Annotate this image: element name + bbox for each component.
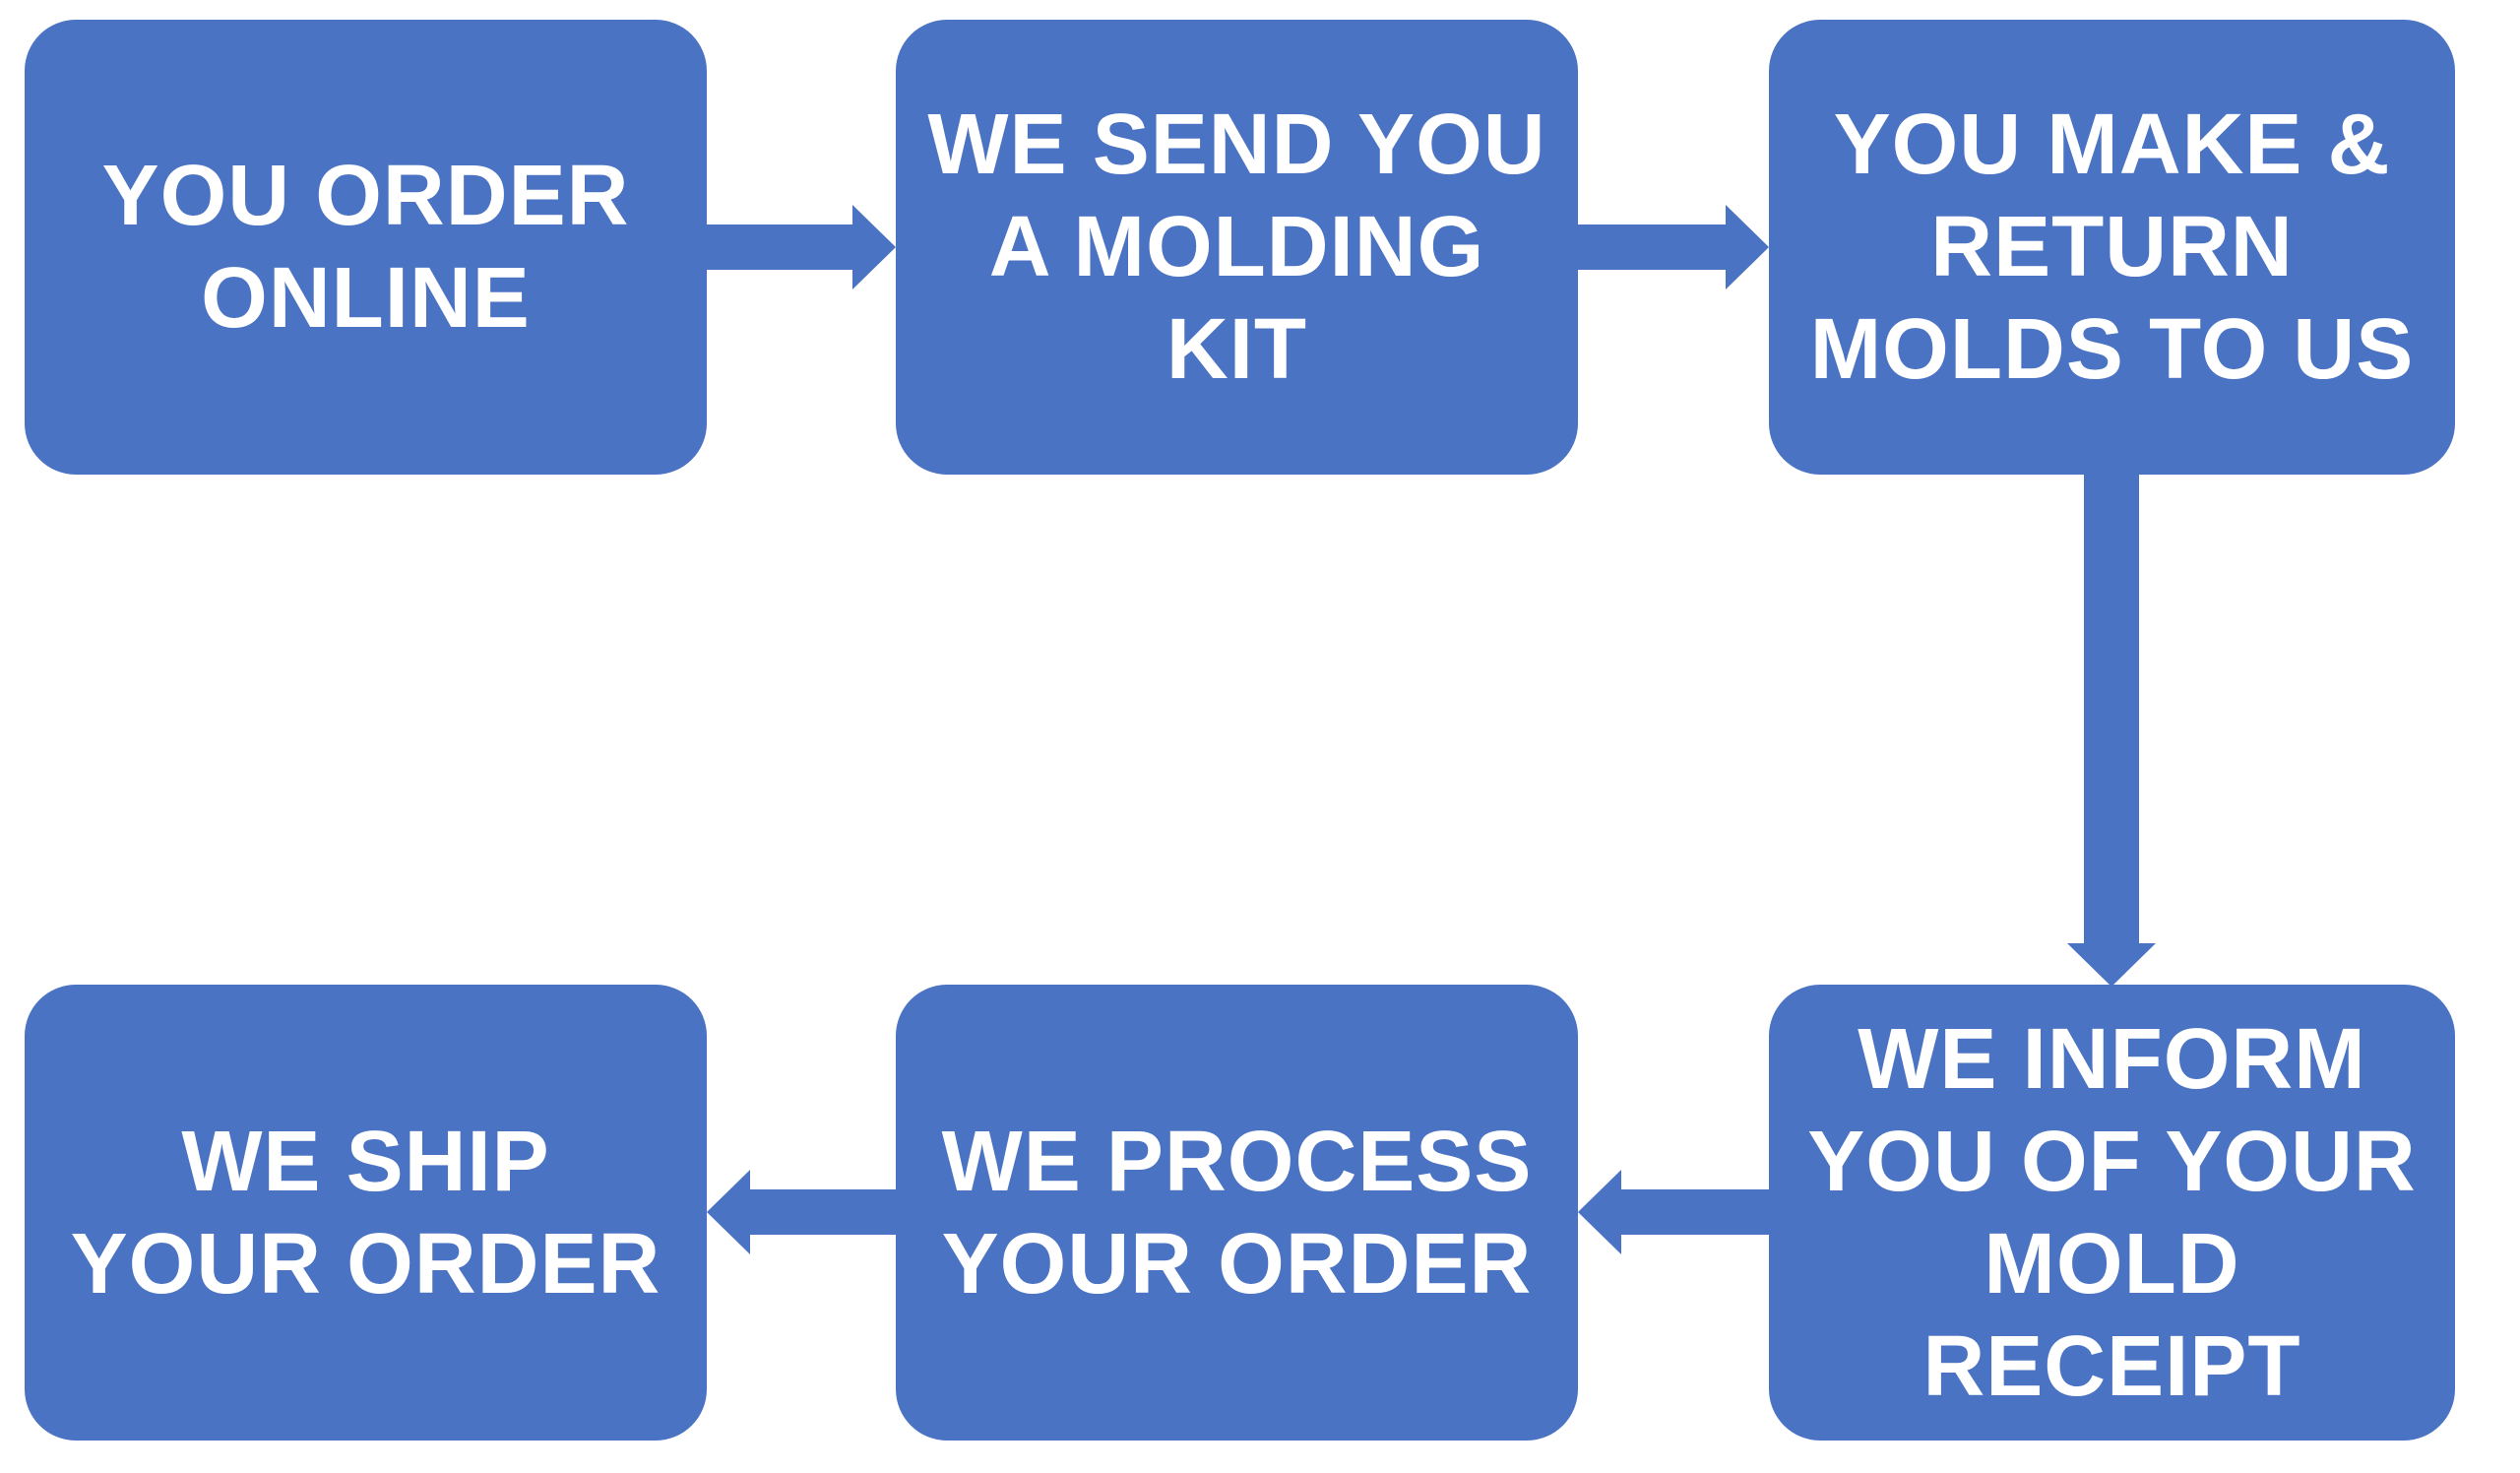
arrow-molds-to-inform-head-icon: [2067, 943, 2156, 987]
arrow-process-to-ship-shaft: [750, 1189, 898, 1235]
arrow-order-to-kit-shaft: [703, 224, 854, 270]
arrow-molds-to-inform-shaft: [2084, 471, 2139, 945]
arrow-kit-to-molds-shaft: [1576, 224, 1728, 270]
flow-node-order-online: YOU ORDER ONLINE: [25, 20, 707, 475]
flow-node-ship-order: WE SHIP YOUR ORDER: [25, 985, 707, 1441]
flow-node-process-order: WE PROCESS YOUR ORDER: [896, 985, 1578, 1441]
arrow-order-to-kit-head-icon: [852, 205, 896, 289]
arrow-inform-to-process-shaft: [1621, 1189, 1771, 1235]
flow-node-send-molding-kit: WE SEND YOU A MOLDING KIT: [896, 20, 1578, 475]
flow-node-make-return-molds: YOU MAKE & RETURN MOLDS TO US: [1769, 20, 2455, 475]
arrow-process-to-ship-head-icon: [707, 1170, 750, 1254]
arrow-inform-to-process-head-icon: [1578, 1170, 1621, 1254]
flow-node-inform-mold-receipt: WE INFORM YOU OF YOUR MOLD RECEIPT: [1769, 985, 2455, 1441]
arrow-kit-to-molds-head-icon: [1726, 205, 1769, 289]
